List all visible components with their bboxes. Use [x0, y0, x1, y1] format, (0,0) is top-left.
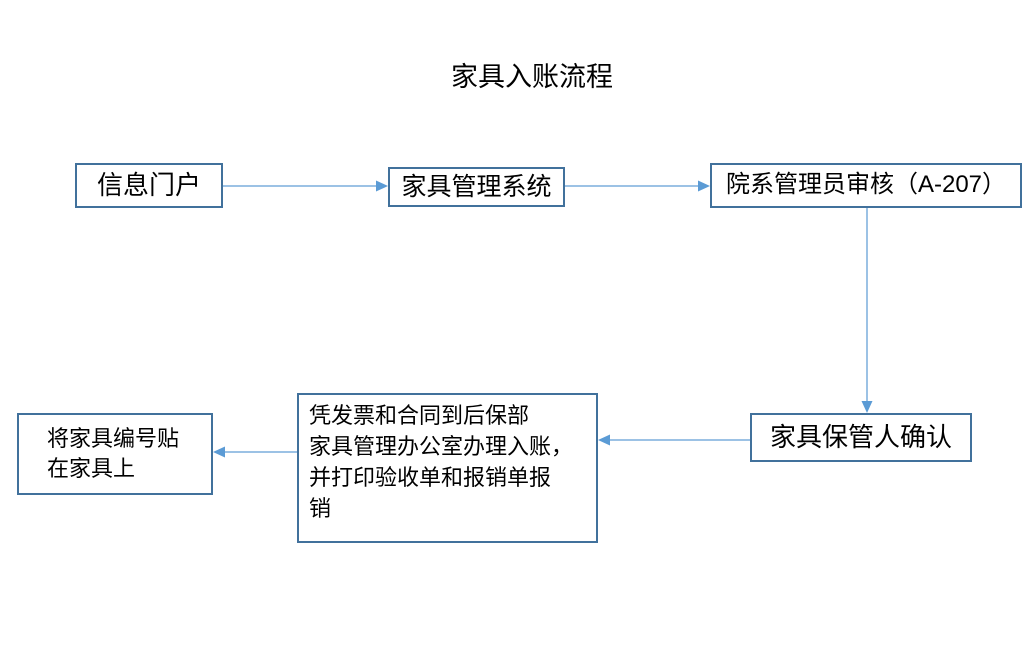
arrow-custodian-to-accounting: [598, 434, 750, 446]
node-custodian-confirmation-label: 家具保管人确认: [769, 421, 952, 452]
node-department-admin-review-label: 院系管理员审核（A-207）: [725, 171, 1007, 199]
diagram-title: 家具入账流程: [451, 62, 613, 92]
node-custodian-confirmation: 家具保管人确认: [750, 413, 972, 462]
arrow-review-to-custodian: [861, 208, 873, 413]
node-department-admin-review: 院系管理员审核（A-207）: [710, 163, 1022, 208]
node-furniture-management-system-label: 家具管理系统: [401, 173, 552, 201]
arrow-system-to-review: [565, 180, 710, 192]
node-accounting-office-step-label: 凭发票和合同到后保部 家具管理办公室办理入账， 并打印验收单和报销单报 销: [309, 403, 574, 521]
node-furniture-management-system: 家具管理系统: [388, 167, 565, 207]
node-tag-furniture-number-label: 将家具编号贴 在家具上: [47, 426, 180, 481]
node-tag-furniture-number: 将家具编号贴 在家具上: [17, 413, 213, 495]
node-accounting-office-step: 凭发票和合同到后保部 家具管理办公室办理入账， 并打印验收单和报销单报 销: [297, 393, 598, 543]
node-information-portal-label: 信息门户: [96, 169, 201, 200]
arrow-accounting-to-tag: [213, 446, 297, 458]
node-information-portal: 信息门户: [75, 163, 223, 208]
arrow-portal-to-system: [223, 180, 388, 192]
